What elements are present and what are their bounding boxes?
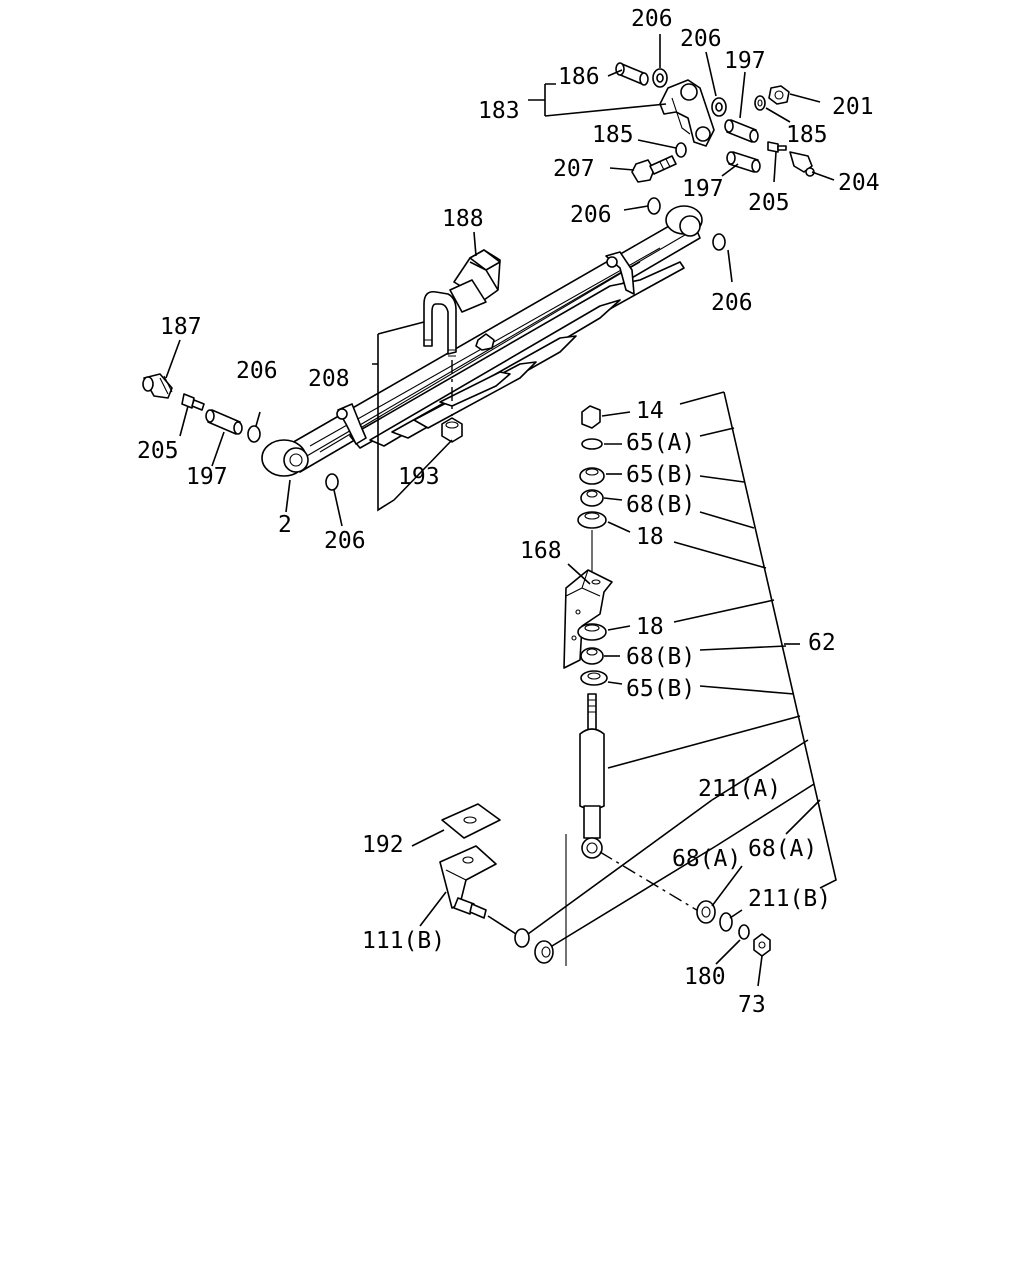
leader-lines xyxy=(165,34,837,987)
label-206: 206 xyxy=(680,26,722,52)
label-68a: 68(A) xyxy=(672,846,741,872)
washer-206-mid-upper xyxy=(647,197,661,215)
label-197: 197 xyxy=(682,176,724,202)
nut-193 xyxy=(441,417,463,443)
nut-73 xyxy=(753,933,771,957)
washer-185-left xyxy=(675,142,687,158)
label-188: 188 xyxy=(442,206,484,232)
label-73: 73 xyxy=(738,992,766,1018)
label-185: 185 xyxy=(786,122,828,148)
washer-206-spring-rear xyxy=(712,233,726,251)
grease-fitting-187 xyxy=(142,373,173,399)
leaf-spring-2 xyxy=(261,205,703,477)
washer-65a xyxy=(581,438,603,450)
label-205: 205 xyxy=(137,438,179,464)
part-labels: 206 206 186 183 197 201 185 185 207 197 … xyxy=(137,6,880,1018)
label-183: 183 xyxy=(478,98,520,124)
grease-nipple-205-lower xyxy=(181,393,205,411)
washer-211a xyxy=(514,928,530,948)
grease-fitting-204 xyxy=(789,151,815,177)
washer-206-top-right xyxy=(711,97,727,117)
label-208: 208 xyxy=(308,366,350,392)
label-168: 168 xyxy=(520,538,562,564)
label-65b: 65(B) xyxy=(626,676,695,702)
washer-206-spring-front-bottom xyxy=(325,473,339,491)
grease-nipple-205-upper xyxy=(767,141,787,153)
bracket-168 xyxy=(563,569,613,669)
label-193: 193 xyxy=(398,464,440,490)
label-18: 18 xyxy=(636,614,664,640)
label-186: 186 xyxy=(558,64,600,90)
label-206: 206 xyxy=(631,6,673,32)
seat-18-lower xyxy=(577,623,607,641)
washer-211b xyxy=(719,912,733,932)
washer-206-top-left xyxy=(652,68,668,88)
label-206: 206 xyxy=(711,290,753,316)
label-206: 206 xyxy=(236,358,278,384)
label-65b: 65(B) xyxy=(626,462,695,488)
bracket-111b xyxy=(439,845,497,919)
bushing-197-front xyxy=(205,409,243,435)
label-68a: 68(A) xyxy=(748,836,817,862)
label-68b: 68(B) xyxy=(626,644,695,670)
label-192: 192 xyxy=(362,832,404,858)
label-187: 187 xyxy=(160,314,202,340)
label-62: 62 xyxy=(808,630,836,656)
label-14: 14 xyxy=(636,398,664,424)
shock-absorber-62 xyxy=(579,693,605,859)
label-180: 180 xyxy=(684,964,726,990)
label-185: 185 xyxy=(592,122,634,148)
bushing-197-lower xyxy=(726,151,761,173)
label-211a: 211(A) xyxy=(698,776,781,802)
label-2: 2 xyxy=(278,512,292,538)
seat-18-upper xyxy=(577,511,607,529)
spring-pad-188 xyxy=(449,249,501,313)
label-65a: 65(A) xyxy=(626,430,695,456)
label-206: 206 xyxy=(324,528,366,554)
nut-201 xyxy=(768,85,790,105)
plate-192 xyxy=(441,803,501,839)
label-18: 18 xyxy=(636,524,664,550)
shackle-pin-186 xyxy=(615,62,649,86)
washer-180 xyxy=(738,924,750,940)
shackle-plate-183 xyxy=(659,79,715,147)
nut-14 xyxy=(581,405,601,429)
label-111b: 111(B) xyxy=(362,928,445,954)
nut-on-spring xyxy=(475,333,495,351)
label-197: 197 xyxy=(724,48,766,74)
label-201: 201 xyxy=(832,94,874,120)
label-204: 204 xyxy=(838,170,880,196)
bushing-68a-left xyxy=(534,940,554,964)
label-207: 207 xyxy=(553,156,595,182)
label-206: 206 xyxy=(570,202,612,228)
washer-65b-upper xyxy=(579,467,605,485)
bushing-68b-lower xyxy=(580,647,604,665)
bolt-207 xyxy=(631,155,677,183)
label-197: 197 xyxy=(186,464,228,490)
label-211b: 211(B) xyxy=(748,886,831,912)
u-bolt-208 xyxy=(423,290,457,357)
bushing-68a-right xyxy=(696,900,716,924)
bushing-68b-upper xyxy=(580,489,604,507)
label-68b: 68(B) xyxy=(626,492,695,518)
washer-65b-lower xyxy=(580,670,608,686)
bushing-197-upper xyxy=(724,119,759,143)
washer-185-right xyxy=(754,95,766,111)
washer-206-front xyxy=(247,425,261,443)
label-205: 205 xyxy=(748,190,790,216)
